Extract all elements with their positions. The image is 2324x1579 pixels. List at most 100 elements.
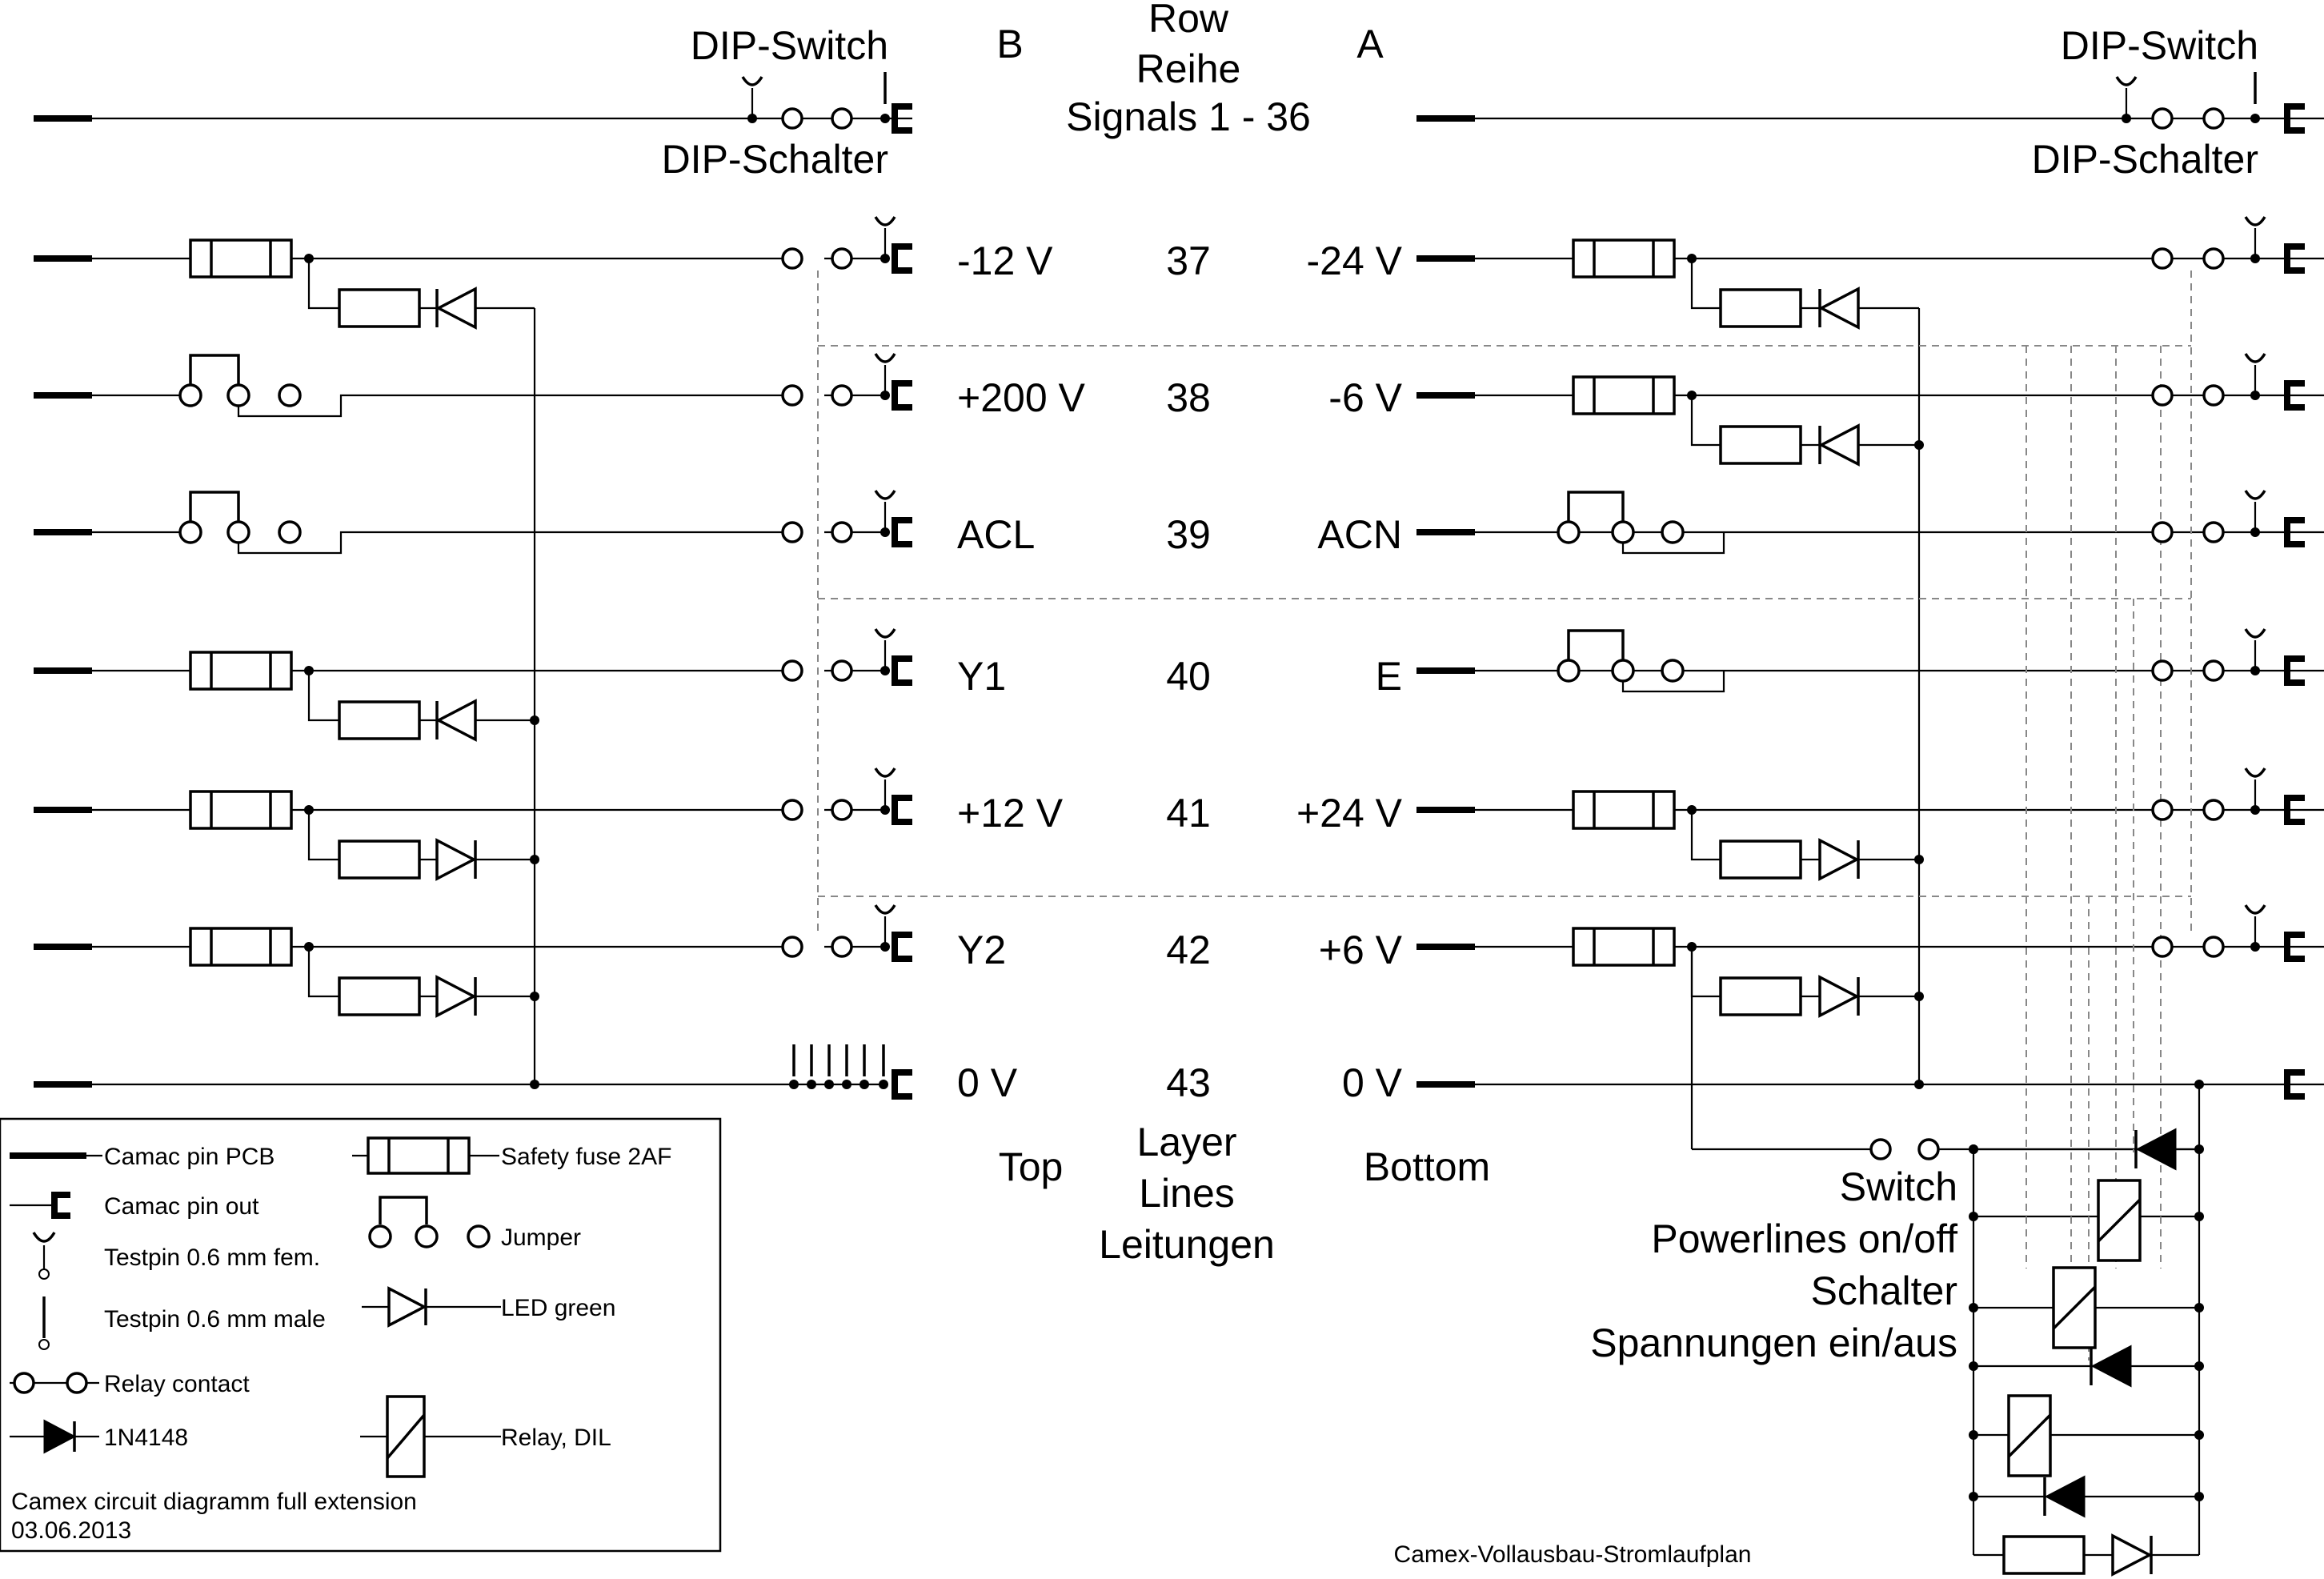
junction-dot	[1914, 440, 1924, 450]
led-branch-right	[1690, 947, 1721, 998]
junction-dot	[530, 1080, 539, 1089]
led-right-37	[1818, 287, 1860, 330]
pin-out-left-40	[892, 655, 912, 686]
junction-dot	[304, 254, 314, 263]
junction-dot	[2194, 1430, 2204, 1440]
junction-dot	[859, 1080, 869, 1089]
relay-contact-terminal	[1917, 1138, 1940, 1160]
pin-out-left-37	[892, 243, 912, 274]
row-40-left: Y1	[957, 654, 1006, 699]
junction-dot	[1914, 855, 1924, 864]
testpin-dot	[880, 805, 890, 815]
leitungen-label: Leitungen	[1099, 1222, 1275, 1267]
testpin-dot	[2250, 942, 2260, 952]
row-42-number: 42	[1166, 928, 1211, 972]
switch-relay-3	[2007, 1394, 2052, 1477]
switch-led	[2111, 1533, 2153, 1577]
relay-contact-terminal	[781, 799, 803, 821]
relay-contact-terminal	[831, 247, 853, 270]
power-switch-contact	[1869, 1138, 1940, 1160]
side-b-label: B	[996, 22, 1023, 66]
relay-contact-terminal	[2151, 107, 2174, 130]
junction-dot	[1969, 1144, 1978, 1154]
junction-dot	[842, 1080, 851, 1089]
legend-date: 03.06.2013	[11, 1517, 131, 1544]
led-triangle	[435, 975, 477, 1018]
led-branch-left	[307, 258, 339, 310]
pin-out-left-42	[892, 932, 912, 962]
legend-diode-label: 1N4148	[104, 1425, 188, 1451]
legend-testpin-female-icon	[32, 1232, 56, 1280]
relay-contact-right-37	[2151, 247, 2225, 270]
relay-coil	[2052, 1285, 2097, 1330]
relay-contact-left-41	[781, 799, 853, 821]
legend-title: Camex circuit diagramm full extension	[11, 1489, 417, 1515]
jumper-left-38	[178, 354, 302, 407]
resistor-left-42	[338, 976, 421, 1016]
diode-triangle	[2135, 1128, 2177, 1171]
jumper-wire-right	[1621, 532, 1725, 555]
relay-contact-right-39	[2151, 521, 2225, 543]
led-triangle	[435, 838, 477, 881]
pin-out-left-43	[892, 1069, 912, 1100]
jumper-pin	[1661, 659, 1685, 683]
dip-switch-left-contact	[781, 107, 853, 130]
junction-dot	[1969, 1430, 1978, 1440]
junction-dot	[1969, 1212, 1978, 1221]
row-37-number: 37	[1166, 238, 1211, 283]
junction-dot	[304, 666, 314, 675]
switch-caption-1: Switch	[1840, 1164, 1957, 1209]
jumper-wire-left	[237, 394, 783, 418]
junction-dot	[530, 715, 539, 725]
jumper-bridge	[1567, 629, 1625, 659]
jumper-pin	[1611, 520, 1635, 544]
led-triangle	[435, 287, 477, 330]
relay-contact-terminal	[2202, 659, 2225, 682]
components	[178, 72, 2266, 1577]
relay-contact-terminal	[781, 384, 803, 407]
layer-label: Layer	[1136, 1120, 1236, 1164]
relay-contact-terminal	[831, 659, 853, 682]
fuse-left-40	[189, 651, 293, 691]
led-branch-left	[307, 671, 339, 722]
legend-relay-contact-icon	[10, 1372, 99, 1394]
junction-dot	[1969, 1492, 1978, 1501]
diode-triangle	[2090, 1345, 2132, 1388]
junction-dot	[2194, 1492, 2204, 1501]
row-38-right: -6 V	[1328, 375, 1402, 420]
relay-contact-terminal	[2151, 247, 2174, 270]
legend-safety-fuse-icon	[352, 1136, 499, 1175]
switch-diode-1	[2134, 1128, 2177, 1171]
relay-contact-left-39	[781, 521, 853, 543]
junction-dot	[1687, 254, 1697, 263]
row-label-de: Reihe	[1136, 46, 1241, 91]
relay-contact-terminal	[2151, 521, 2174, 543]
testpin-dot	[880, 114, 890, 123]
signals-label: Signals 1 - 36	[1066, 94, 1311, 139]
legend-frame	[0, 1117, 722, 1553]
switch-diode-3	[2043, 1475, 2086, 1518]
row-41-right: +24 V	[1296, 791, 1403, 836]
junction-dot	[1914, 1080, 1924, 1089]
dip-testpin-female-right	[2115, 76, 2138, 86]
relay-coil	[2007, 1413, 2052, 1458]
testpin-right-41	[2244, 767, 2266, 778]
legend-camac-pin-out-icon	[10, 1192, 70, 1219]
testpin-dot	[2250, 805, 2260, 815]
junction-dot	[1969, 1361, 1978, 1371]
led-triangle	[2111, 1533, 2153, 1577]
testpin-dot	[2250, 527, 2260, 537]
testpin-left-40	[874, 628, 896, 639]
footer-title: Camex-Vollausbau-Stromlaufplan	[1394, 1541, 1752, 1568]
relay-contact-terminal	[781, 521, 803, 543]
led-triangle	[1818, 287, 1860, 330]
relay-contact-left-37	[781, 247, 853, 270]
legend-safety-fuse-label: Safety fuse 2AF	[501, 1144, 671, 1170]
junction-dot	[2194, 1144, 2204, 1154]
junction-dot	[1687, 942, 1697, 952]
led-branch-left	[307, 810, 339, 861]
fuse-right-41	[1572, 790, 1676, 830]
led-branch-right	[1690, 258, 1721, 310]
jumper-pin	[1611, 659, 1635, 683]
relay-contact-left-38	[781, 384, 853, 407]
